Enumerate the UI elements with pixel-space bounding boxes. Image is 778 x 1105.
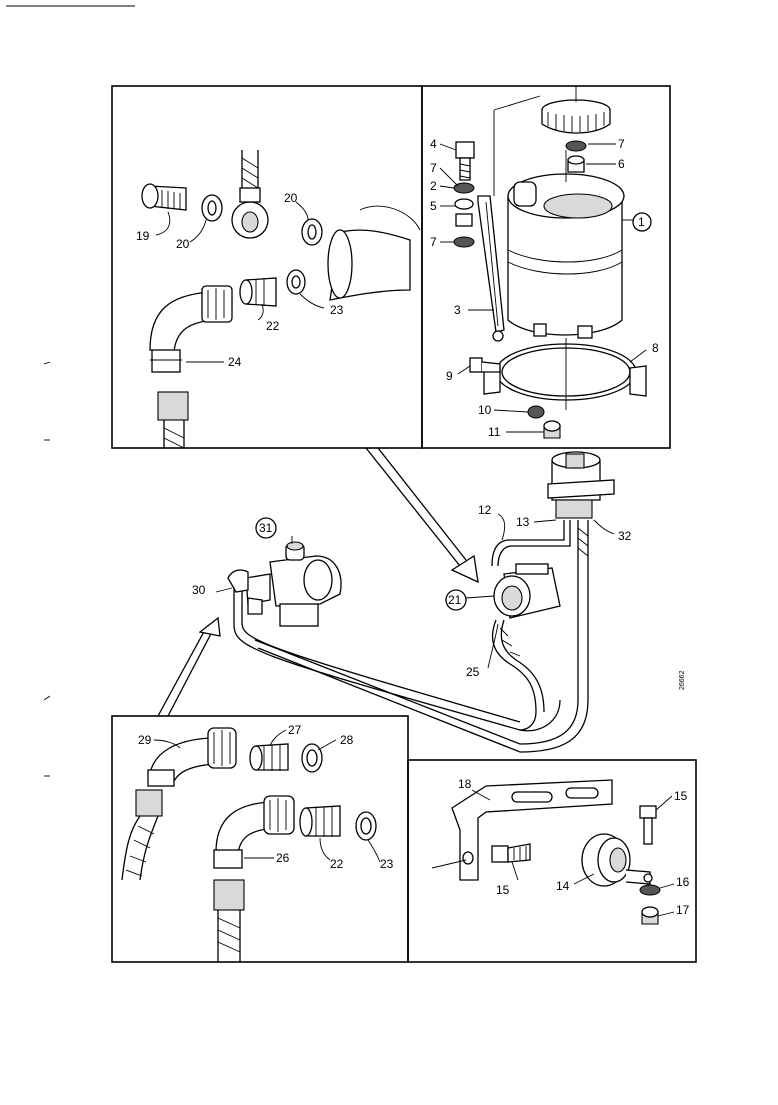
callout-29: 29 bbox=[138, 733, 152, 747]
pipe-12-13 bbox=[491, 520, 571, 567]
bracket-18 bbox=[451, 779, 613, 881]
drawing-number: 26662 bbox=[679, 670, 686, 690]
callout-28: 28 bbox=[340, 733, 354, 747]
fitting-14 bbox=[581, 833, 653, 887]
margin-marks bbox=[43, 361, 51, 777]
arrow-to-bottom-panel bbox=[157, 616, 221, 717]
adapter-22-lower bbox=[299, 805, 341, 837]
callout-8: 8 bbox=[652, 341, 659, 355]
adapter-27 bbox=[249, 743, 289, 771]
leader-lines-bottom-left bbox=[153, 729, 381, 863]
callout-10: 10 bbox=[478, 403, 492, 417]
washer-20-left bbox=[201, 194, 223, 222]
callout-26: 26 bbox=[276, 851, 290, 865]
leader-lines-center bbox=[215, 513, 615, 669]
callout-5: 5 bbox=[430, 199, 437, 213]
clamp-band-8 bbox=[483, 338, 647, 410]
washer-16-nut-17 bbox=[639, 884, 661, 925]
callout-17: 17 bbox=[676, 903, 690, 917]
washer-23 bbox=[286, 269, 306, 295]
callout-4: 4 bbox=[430, 137, 437, 151]
callout-20a: 20 bbox=[176, 237, 190, 251]
callout-11: 11 bbox=[488, 425, 501, 439]
leader-lines-top-right bbox=[439, 143, 647, 433]
callout-20b: 20 bbox=[284, 191, 298, 205]
callout-1: 1 bbox=[638, 215, 645, 229]
bolt-4 bbox=[455, 141, 475, 181]
adapter-22 bbox=[239, 277, 277, 307]
callout-3: 3 bbox=[454, 303, 461, 317]
leader-lines-top-left bbox=[155, 201, 325, 363]
elbow-30 bbox=[227, 569, 249, 593]
panel-bottom-right-frame bbox=[407, 759, 697, 963]
callout-7c: 7 bbox=[430, 235, 437, 249]
callout-14: 14 bbox=[556, 879, 570, 893]
callout-7a: 7 bbox=[618, 137, 625, 151]
washer-23-lower bbox=[355, 811, 377, 841]
reservoir-cap bbox=[541, 86, 611, 134]
washer-10-nut-11 bbox=[527, 405, 561, 439]
union-21 bbox=[493, 563, 561, 619]
callout-15b: 15 bbox=[674, 789, 688, 803]
callout-12: 12 bbox=[478, 503, 492, 517]
bolt-15-right bbox=[639, 805, 657, 845]
banjo-union-assembly bbox=[231, 150, 421, 301]
callout-16: 16 bbox=[676, 875, 690, 889]
return-pipe-main bbox=[233, 584, 561, 732]
washer-20-right bbox=[301, 218, 323, 246]
callout-30: 30 bbox=[192, 583, 206, 597]
callout-circle-1 bbox=[632, 212, 652, 232]
callout-9: 9 bbox=[446, 369, 453, 383]
callout-23a: 23 bbox=[330, 303, 344, 317]
callout-23b: 23 bbox=[380, 857, 394, 871]
callout-13: 13 bbox=[516, 515, 530, 529]
washer-28 bbox=[301, 743, 323, 773]
callout-25: 25 bbox=[466, 665, 480, 679]
callout-24: 24 bbox=[228, 355, 242, 369]
callout-32: 32 bbox=[618, 529, 632, 543]
callout-18: 18 bbox=[458, 777, 472, 791]
hose-25 bbox=[491, 619, 545, 731]
hose-elbow-29 bbox=[121, 727, 237, 881]
callout-21: 21 bbox=[448, 593, 462, 607]
callout-6: 6 bbox=[618, 157, 625, 171]
callout-19: 19 bbox=[136, 229, 150, 243]
panel-top-right-frame bbox=[421, 85, 671, 449]
arrow-to-union bbox=[365, 447, 479, 584]
callout-7b: 7 bbox=[430, 161, 437, 175]
banjo-bolt-19 bbox=[141, 183, 187, 211]
nut-6-washer-7 bbox=[565, 140, 587, 173]
callout-31: 31 bbox=[259, 521, 273, 535]
hose-elbow-24 bbox=[149, 285, 233, 449]
leader-lines-bottom-right bbox=[431, 789, 675, 917]
bolt-15-left bbox=[491, 843, 531, 863]
reservoir-outlet-fitting bbox=[547, 451, 615, 519]
bolt-9 bbox=[469, 357, 501, 373]
reservoir-1 bbox=[507, 150, 625, 339]
hose-elbow-26 bbox=[213, 795, 295, 962]
callout-27: 27 bbox=[288, 723, 302, 737]
callout-22b: 22 bbox=[330, 857, 344, 871]
callout-15a: 15 bbox=[496, 883, 510, 897]
callout-circle-31 bbox=[255, 517, 277, 539]
callout-2: 2 bbox=[430, 179, 437, 193]
small-washers-2-5-7 bbox=[453, 182, 475, 248]
bracket-rod-3 bbox=[477, 95, 541, 342]
callout-circle-21 bbox=[445, 589, 467, 611]
hose-32 bbox=[254, 520, 589, 753]
callout-22a: 22 bbox=[266, 319, 280, 333]
valve-31 bbox=[245, 541, 342, 627]
